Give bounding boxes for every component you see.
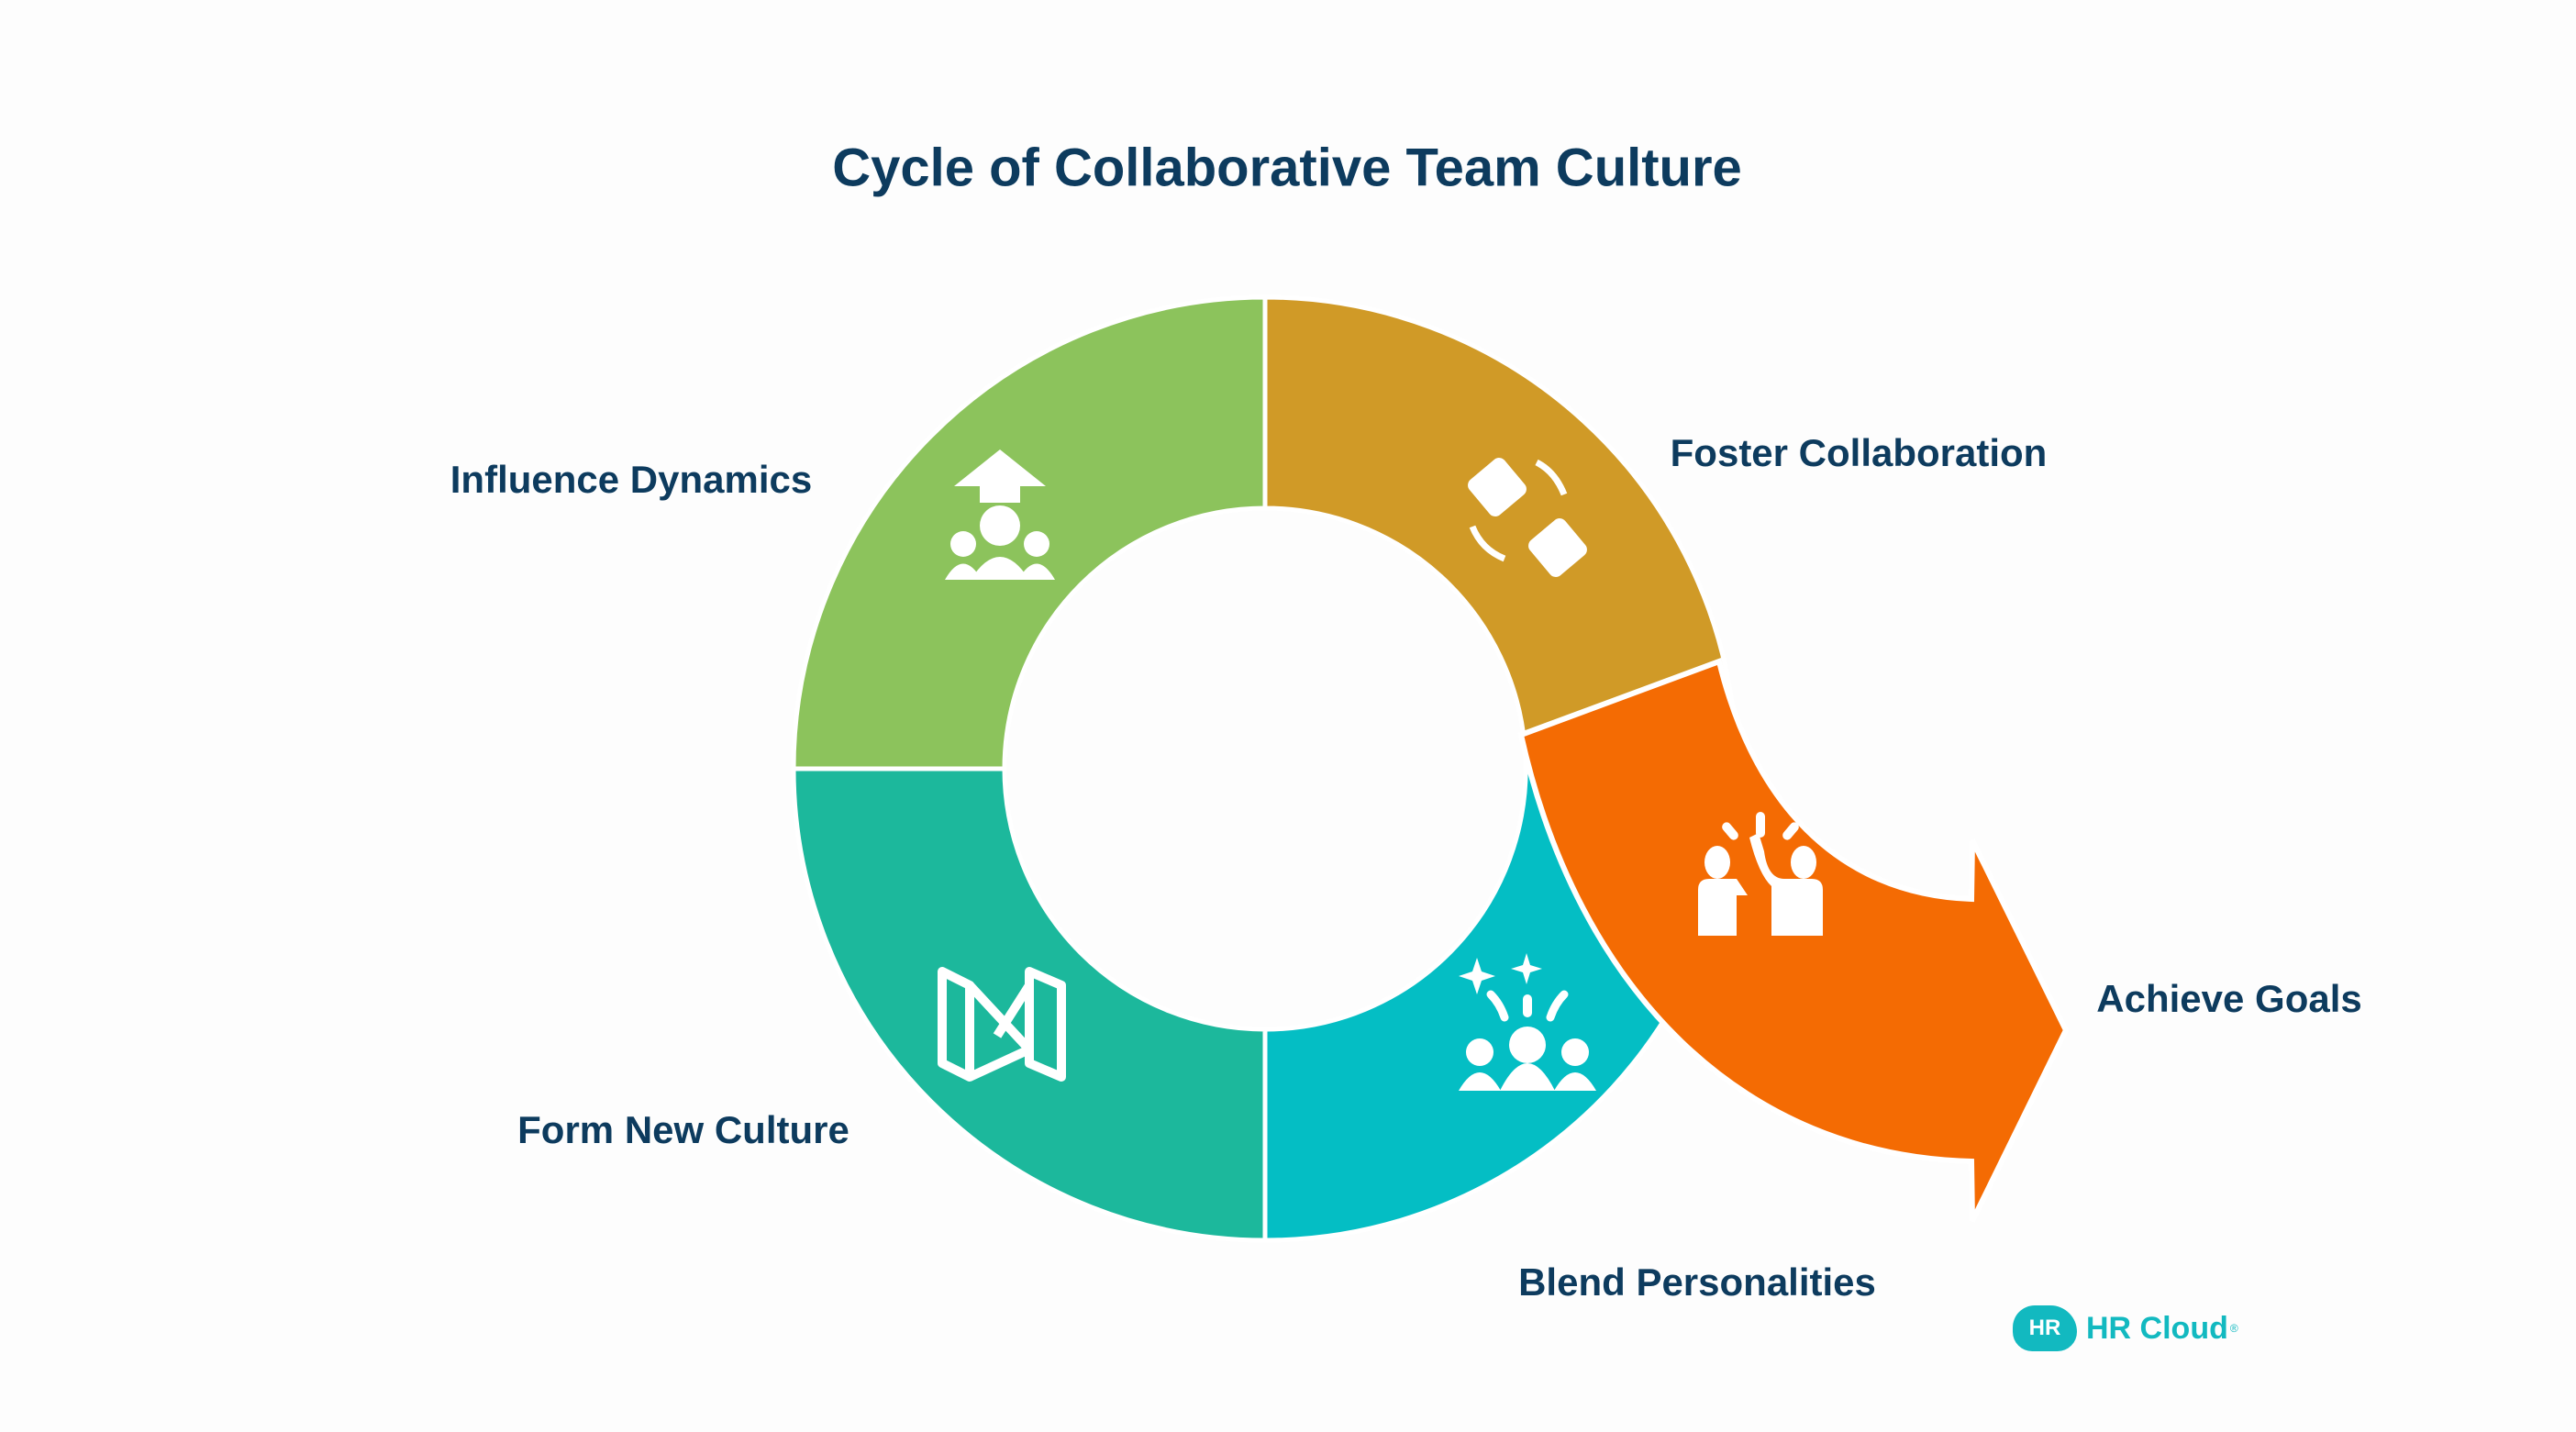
segment-achieve-goals-arrow (1517, 658, 2070, 1223)
label-foster-collaboration: Foster Collaboration (1670, 431, 2048, 474)
label-influence-dynamics: Influence Dynamics (450, 458, 813, 501)
label-achieve-goals: Achieve Goals (2096, 977, 2362, 1020)
diagram-title: Cycle of Collaborative Team Culture (832, 138, 1742, 198)
handshake-icon (1468, 458, 1587, 577)
registered-mark: ® (2229, 1322, 2238, 1335)
celebrating-group-icon (1459, 953, 1596, 1091)
brand-name: HR Cloud (2086, 1310, 2228, 1346)
cloud-logo-icon: HR (2013, 1305, 2077, 1351)
flag-map-icon (938, 967, 1066, 1082)
segment-foster-collaboration (1262, 294, 1738, 749)
hr-cloud-logo: HR HR Cloud ® (2013, 1305, 2238, 1351)
label-form-new-culture: Form New Culture (517, 1108, 849, 1151)
segment-influence-dynamics (791, 294, 1268, 772)
leader-group-icon (945, 450, 1055, 580)
label-blend-personalities: Blend Personalities (1518, 1260, 1876, 1304)
high-five-icon (1698, 812, 1823, 936)
